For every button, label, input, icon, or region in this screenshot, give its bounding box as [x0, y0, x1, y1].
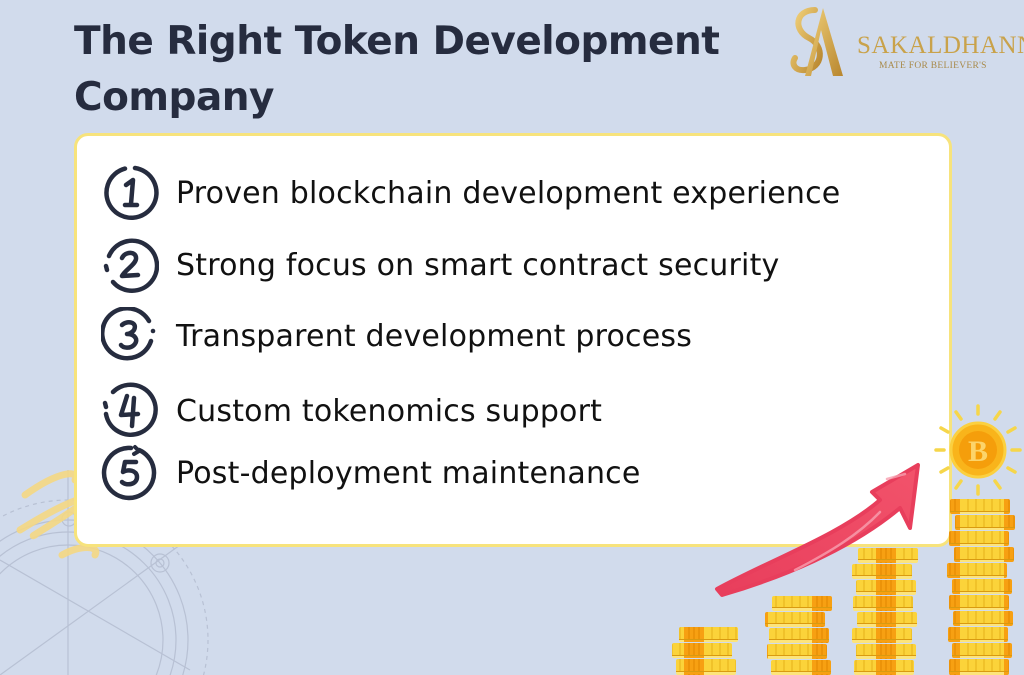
brand-logo: SAKALDHANN MATE FOR BELIEVER'S [785, 4, 1024, 84]
list-item: Post-deployment maintenance [101, 443, 641, 503]
number-2-circle-icon [103, 238, 159, 293]
list-item: Proven blockchain development experience [101, 163, 840, 223]
number-5-circle-icon [101, 445, 157, 501]
item-label: Transparent development process [176, 318, 693, 354]
list-item: Transparent development process [101, 306, 692, 366]
features-card: Proven blockchain development experience… [74, 133, 952, 547]
number-4-circle-icon [102, 382, 158, 437]
item-label: Strong focus on smart contract security [176, 247, 780, 283]
logo-tagline: MATE FOR BELIEVER'S [879, 61, 987, 71]
page-title: The Right Token Development Company [74, 19, 720, 120]
item-label: Custom tokenomics support [176, 393, 603, 429]
logo-name: SAKALDHANN [857, 32, 1024, 59]
sa-monogram-icon [790, 7, 843, 76]
number-3-circle-icon [101, 307, 156, 361]
list-item: Strong focus on smart contract security [101, 235, 780, 295]
item-label: Post-deployment maintenance [176, 455, 641, 491]
list-item: Custom tokenomics support [101, 381, 602, 441]
number-1-circle-icon [104, 165, 159, 220]
item-label: Proven blockchain development experience [176, 175, 841, 211]
